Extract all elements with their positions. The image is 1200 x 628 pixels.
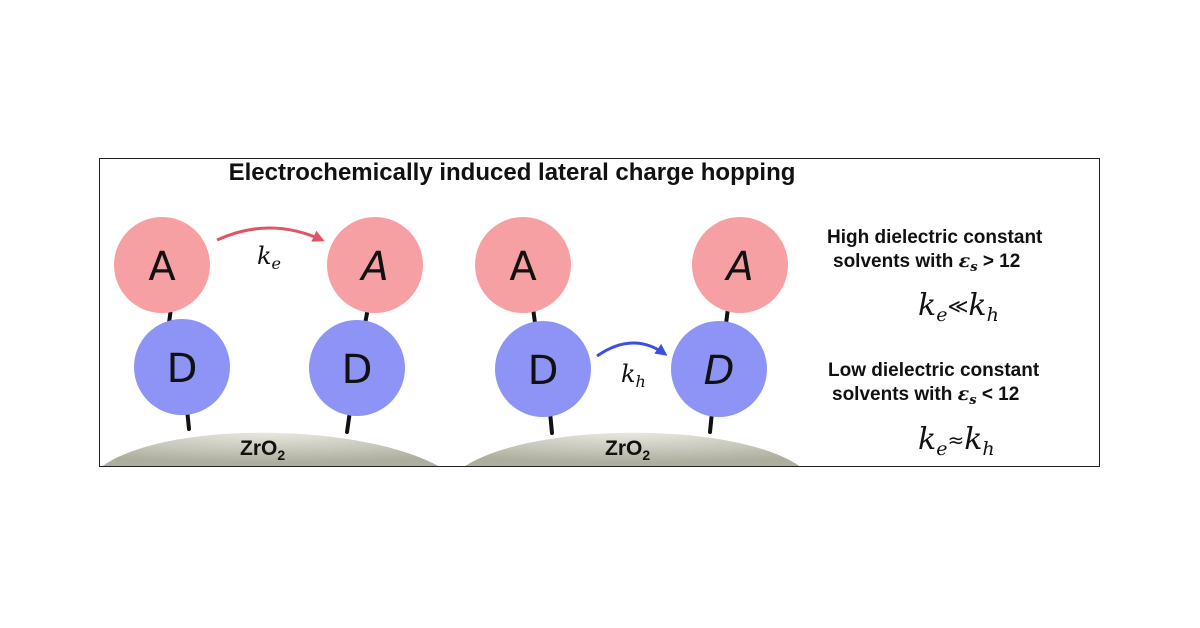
- acceptor-circle-3: [475, 217, 571, 313]
- electron-rate-label: ke: [257, 242, 281, 273]
- acceptor-label-1: A: [148, 244, 176, 290]
- donor-circle-2: [309, 320, 405, 416]
- condition-high-line1: High dielectric constant: [827, 227, 1043, 248]
- figure-title: Electrochemically induced lateral charge…: [228, 159, 796, 186]
- zro2-substrate-left: [102, 432, 439, 466]
- donor-circle-4: [671, 321, 767, 417]
- acceptor-circle-2: [327, 217, 423, 313]
- zro2-substrate-right: [465, 432, 799, 466]
- hole-hop-arrow: [596, 341, 668, 358]
- hole-rate-label: kh: [621, 360, 646, 391]
- donor-label-4: D: [704, 348, 735, 394]
- donor-label-2: D: [342, 347, 373, 393]
- donor-circle-3: [495, 321, 591, 417]
- donor-label-3: D: [528, 348, 559, 394]
- condition-low-line1: Low dielectric constant: [828, 360, 1040, 381]
- acceptor-label-3: A: [509, 244, 537, 290]
- relation-low: ke≈kh: [918, 422, 995, 460]
- linkers: [167, 306, 730, 435]
- condition-low-line2: solvents with εs < 12: [832, 383, 1019, 408]
- donor-circle-1: [134, 319, 230, 415]
- figure-frame: Electrochemically induced lateral charge…: [99, 158, 1100, 467]
- acceptor-label-4: A: [723, 244, 753, 290]
- donor-label-1: D: [167, 346, 198, 392]
- zro2-label-right: ZrO2: [605, 437, 650, 463]
- acceptor-circle-1: [114, 217, 210, 313]
- relation-high: ke≪kh: [918, 288, 999, 326]
- diagram-canvas: ZrO2 ZrO2 A D A D A D A D: [102, 217, 1043, 466]
- acceptor-label-2: A: [358, 244, 388, 290]
- electron-hop-arrow: [216, 226, 325, 242]
- condition-high-line2: solvents with εs > 12: [833, 250, 1020, 275]
- zro2-label-left: ZrO2: [240, 437, 285, 463]
- acceptor-circle-4: [692, 217, 788, 313]
